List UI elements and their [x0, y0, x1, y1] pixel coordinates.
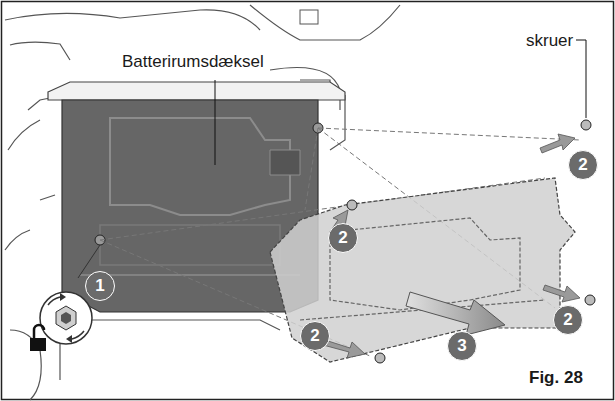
callout-number: 3 — [447, 331, 477, 361]
part-label: Batterirumsdæksel — [120, 52, 266, 72]
figure-number: Fig. 28 — [527, 368, 585, 388]
callout-number: 2 — [568, 150, 598, 180]
part-label: skruer — [524, 31, 575, 51]
callout-number: 1 — [85, 271, 115, 301]
callout-number: 2 — [328, 223, 358, 253]
callout-number: 2 — [300, 321, 330, 351]
callout-number: 2 — [553, 305, 583, 335]
